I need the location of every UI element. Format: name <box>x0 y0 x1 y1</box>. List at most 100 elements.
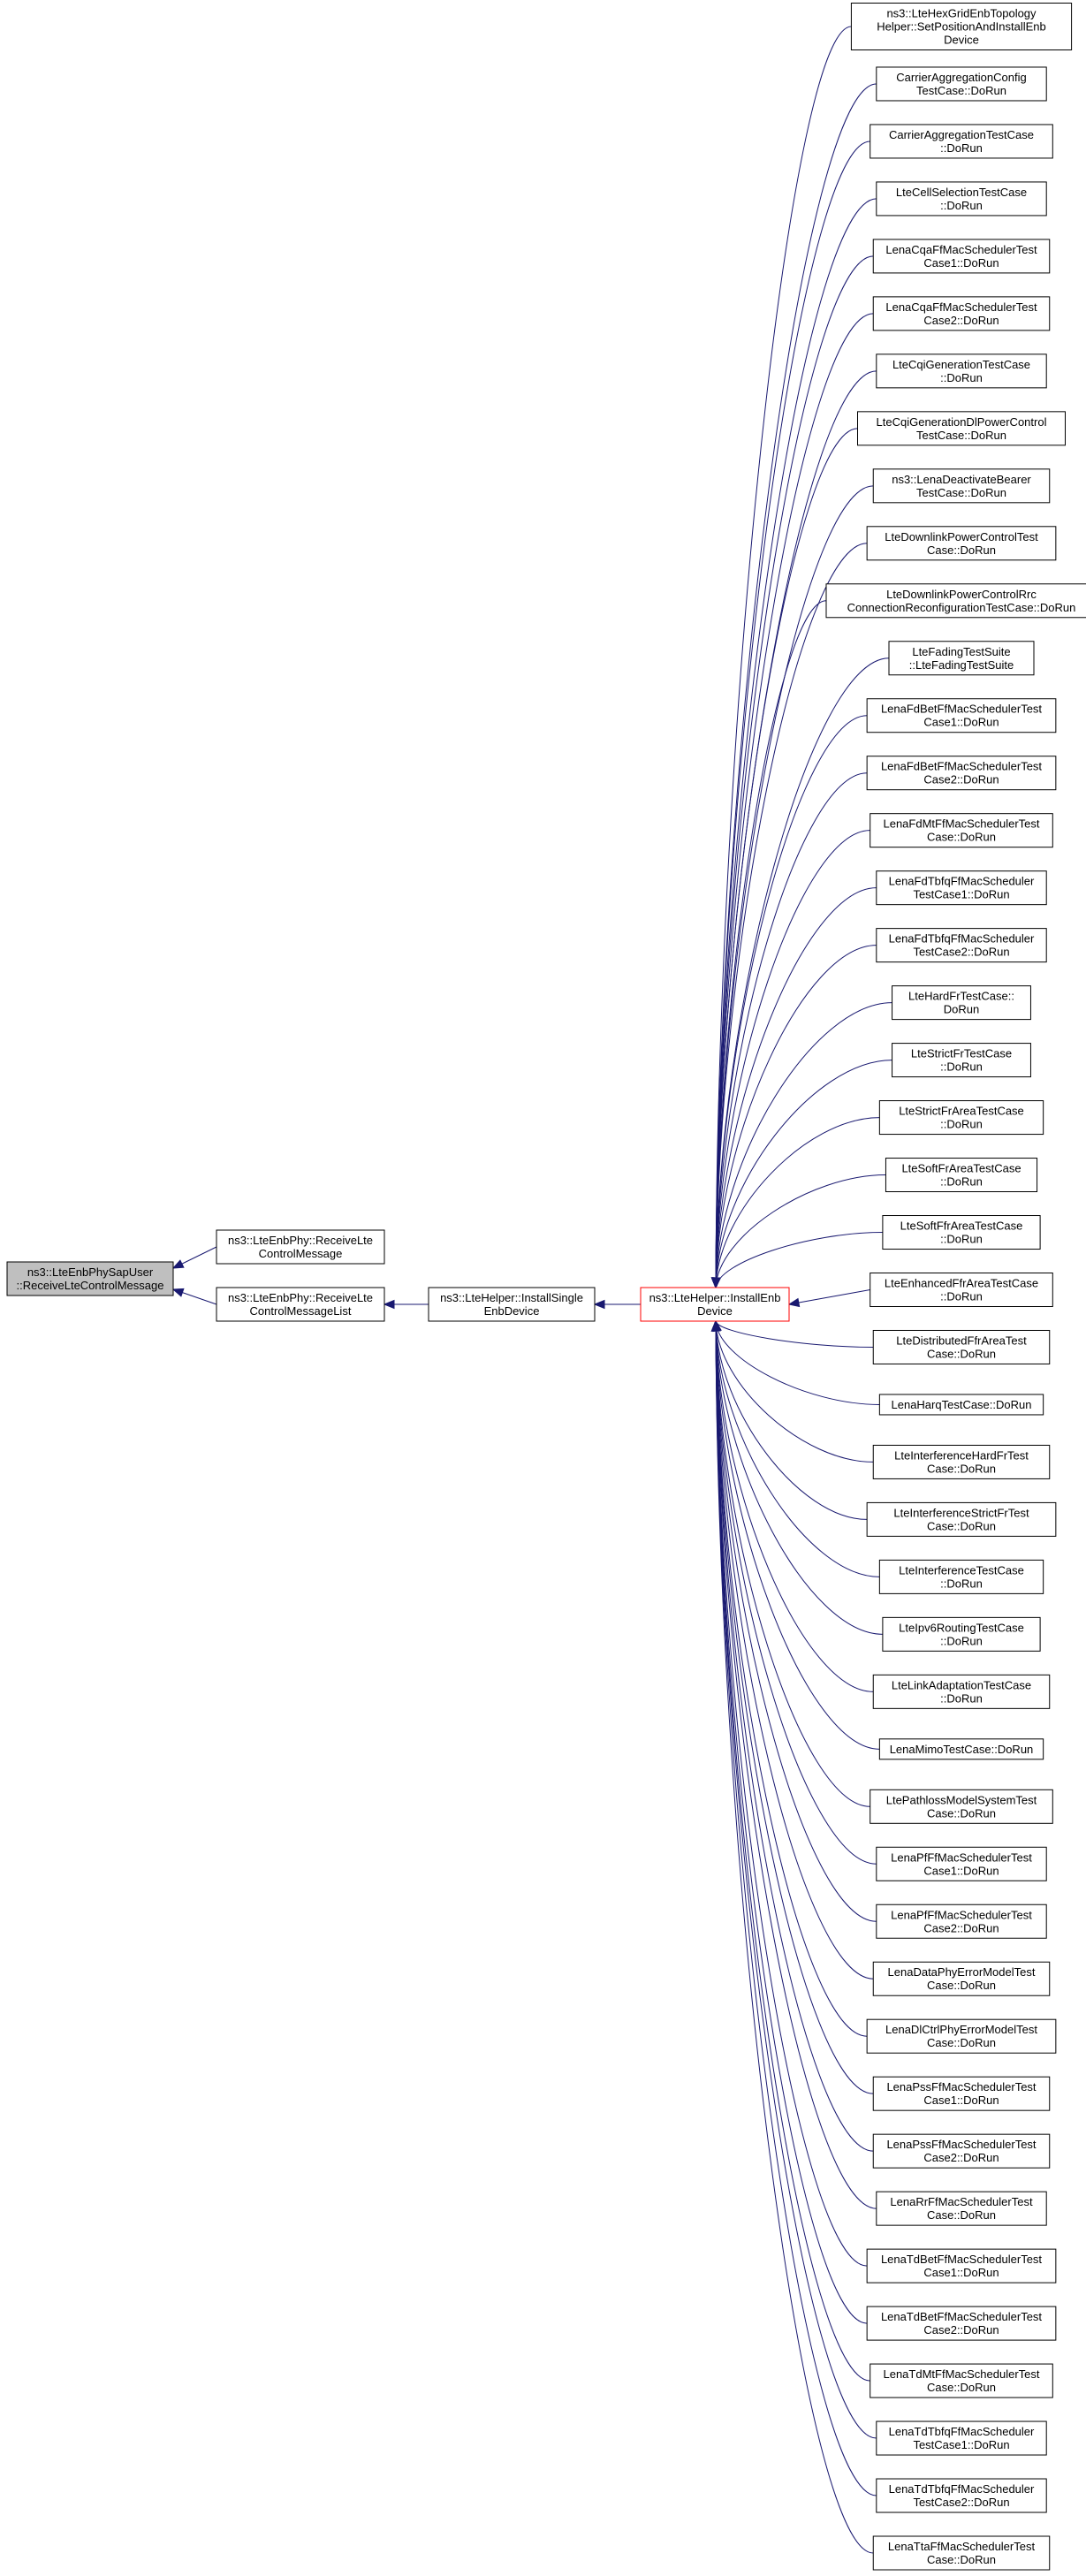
call-edge <box>715 1320 883 1635</box>
node-box <box>872 1444 1051 1479</box>
node-receive-lte-control-message-list[interactable]: ns3::LteEnbPhy::ReceiveLteControlMessage… <box>216 1287 385 1322</box>
node-label-line: ns3::LteEnbPhy::ReceiveLte <box>228 1234 373 1247</box>
call-edge <box>715 1002 892 1288</box>
call-edge <box>715 1320 877 1922</box>
node-box <box>876 181 1047 217</box>
caller-node[interactable]: LteSoftFfrAreaTestCase::DoRun <box>882 1215 1041 1250</box>
node-label-line: LteInterferenceTestCase <box>899 1563 1024 1577</box>
node-box <box>878 1738 1044 1760</box>
node-label-line: LteHardFrTestCase:: <box>908 990 1014 1003</box>
node-label-line: Case1::DoRun <box>923 2266 999 2279</box>
node-box <box>876 870 1047 906</box>
caller-node[interactable]: LteSoftFrAreaTestCase::DoRun <box>885 1158 1038 1193</box>
node-label-line: LteDownlinkPowerControlRrc <box>886 588 1037 601</box>
caller-node[interactable]: LteDownlinkPowerControlRrcConnectionReco… <box>825 583 1086 619</box>
call-edge <box>715 1117 880 1288</box>
node-receive-lte-control-message[interactable]: ns3::LteEnbPhy::ReceiveLteControlMessage <box>216 1229 385 1265</box>
node-label-line: LteCqiGenerationDlPowerControl <box>877 415 1047 429</box>
node-label-line: LenaPssFfMacSchedulerTest <box>886 2138 1036 2151</box>
caller-node[interactable]: LteIpv6RoutingTestCase::DoRun <box>882 1616 1041 1652</box>
node-label-line: Case::DoRun <box>927 2381 996 2394</box>
node-box <box>892 1043 1031 1078</box>
node-label-line: Case1::DoRun <box>923 1864 999 1877</box>
node-label-line: ::DoRun <box>940 1118 983 1131</box>
node-label-line: LenaMimoTestCase::DoRun <box>890 1743 1034 1756</box>
caller-node[interactable]: LteEnhancedFfrAreaTestCase::DoRun <box>870 1273 1053 1307</box>
call-edge <box>715 26 852 1288</box>
node-box <box>870 2363 1053 2398</box>
caller-node[interactable]: LteCellSelectionTestCase::DoRun <box>876 181 1047 217</box>
caller-node[interactable]: LteInterferenceTestCase::DoRun <box>878 1559 1044 1594</box>
node-box <box>885 1158 1038 1193</box>
node-label-line: LenaFdTbfqFfMacScheduler <box>889 875 1035 888</box>
caller-node[interactable]: LteHardFrTestCase::DoRun <box>892 985 1031 1021</box>
node-label-line: LteIpv6RoutingTestCase <box>899 1621 1024 1634</box>
node-label-line: LenaFdMtFfMacSchedulerTest <box>883 817 1039 831</box>
node-root[interactable]: ns3::LteEnbPhySapUser::ReceiveLteControl… <box>6 1261 174 1296</box>
node-label-line: LteStrictFrTestCase <box>911 1047 1012 1060</box>
call-edge <box>715 1320 868 2324</box>
call-edge <box>715 830 870 1288</box>
node-box <box>876 928 1047 963</box>
node-label-line: LteLinkAdaptationTestCase <box>892 1678 1031 1691</box>
node-box <box>870 124 1053 159</box>
arrow-head <box>787 1297 801 1308</box>
node-label-line: LenaPfFfMacSchedulerTest <box>891 1850 1032 1864</box>
call-edge <box>715 255 874 1288</box>
caller-node[interactable]: LenaMimoTestCase::DoRun <box>878 1738 1044 1760</box>
caller-node[interactable]: LteCqiGenerationDlPowerControlTestCase::… <box>857 411 1066 446</box>
caller-node[interactable]: LteStrictFrAreaTestCase::DoRun <box>878 1100 1044 1136</box>
nodes-layer: ns3::LteEnbPhySapUser::ReceiveLteControl… <box>6 3 1086 2571</box>
node-label-line: LteSoftFrAreaTestCase <box>901 1162 1021 1175</box>
node-box <box>866 2248 1057 2283</box>
node-label-line: ns3::LteEnbPhySapUser <box>27 1265 154 1279</box>
caller-node[interactable]: CarrierAggregationTestCase::DoRun <box>870 124 1053 159</box>
node-label-line: ns3::LteHelper::InstallEnb <box>649 1291 781 1304</box>
caller-node[interactable]: LteLinkAdaptationTestCase::DoRun <box>872 1674 1051 1709</box>
node-box <box>866 1501 1057 1537</box>
node-label-line: ns3::LteEnbPhy::ReceiveLte <box>228 1291 373 1304</box>
node-label-line: Case1::DoRun <box>923 256 999 270</box>
node-label-line: DoRun <box>944 1003 979 1016</box>
caller-node[interactable]: ns3::LteHexGridEnbTopologyHelper::SetPos… <box>850 3 1073 50</box>
caller-node[interactable]: LteStrictFrTestCase::DoRun <box>892 1043 1031 1078</box>
caller-node[interactable]: LteFadingTestSuite::LteFadingTestSuite <box>888 641 1035 676</box>
call-edge <box>715 715 868 1288</box>
node-label-line: Case::DoRun <box>927 831 996 844</box>
caller-node[interactable]: LenaHarqTestCase::DoRun <box>878 1394 1044 1416</box>
node-label-line: LteEnhancedFfrAreaTestCase <box>885 1277 1038 1290</box>
caller-node[interactable]: LteCqiGenerationTestCase::DoRun <box>876 353 1047 389</box>
node-label-line: ConnectionReconfigurationTestCase::DoRun <box>847 601 1076 614</box>
node-label-line: LenaFdBetFfMacSchedulerTest <box>881 760 1042 773</box>
node-label-line: LenaPfFfMacSchedulerTest <box>891 1908 1032 1921</box>
